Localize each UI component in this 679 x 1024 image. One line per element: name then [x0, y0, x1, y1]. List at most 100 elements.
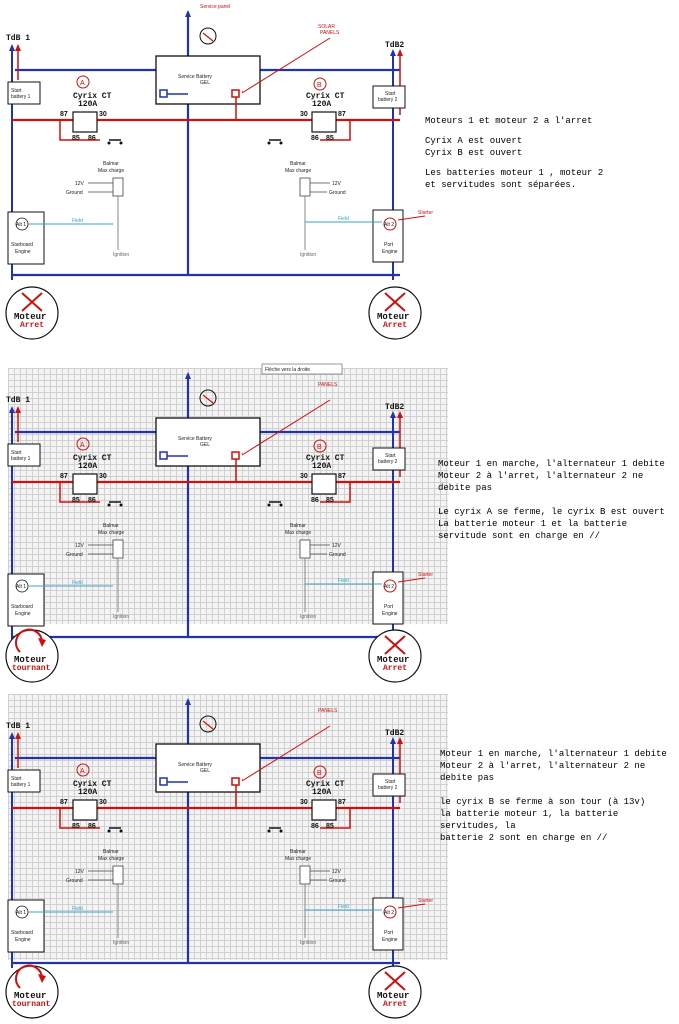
start-battery-2-label: battery 2: [378, 459, 398, 465]
starboard-engine-label: Starboard: [11, 930, 33, 936]
ground-label: Ground: [329, 552, 346, 558]
ignition-label: Ignition: [300, 252, 316, 258]
terminal-label: 87: [60, 111, 68, 118]
stop-cross-icon: [21, 292, 43, 312]
cyrix-b-marker: [313, 439, 327, 453]
balmar-regulator: [299, 539, 311, 559]
motor-state-label: Arret: [383, 664, 407, 673]
cyrix-a-rating: 120A: [78, 462, 97, 471]
service-panel-label: Service panel: [200, 4, 230, 10]
cyrix-b-marker: [313, 765, 327, 779]
gel-label: GEL: [200, 442, 210, 448]
ground-label: Ground: [66, 190, 83, 196]
starboard-engine: [7, 573, 45, 627]
plus-label: +: [241, 451, 244, 456]
cyrix-a-title: Cyrix CT: [73, 780, 112, 789]
arrow-icon: [9, 406, 15, 413]
panels-pointer: [241, 399, 331, 456]
cyrix-b-box: [311, 111, 337, 133]
starter-label: Starter: [418, 898, 433, 904]
ground-label: Ground: [66, 878, 83, 884]
port-engine-label: Engine: [382, 249, 398, 255]
arrow-up-icon: [185, 698, 191, 705]
alt2-label: Alt 2: [384, 222, 394, 228]
gel-label: GEL: [200, 768, 210, 774]
motor-label: Moteur: [377, 655, 409, 665]
note-line: debite pas: [438, 483, 493, 493]
terminal-label: 30: [300, 111, 308, 118]
cyrix-b-wire: [320, 808, 351, 829]
ignition-label: Ignition: [300, 614, 316, 620]
field-label: Field: [72, 906, 83, 912]
ignition-label: Ignition: [113, 940, 129, 946]
terminal-label: 87: [60, 799, 68, 806]
cyrix-a-letter: A: [80, 442, 85, 449]
cyrix-b-rating: 120A: [312, 100, 331, 109]
service-panel-icon: [199, 715, 217, 733]
terminal-label: 86: [88, 497, 96, 504]
tdb2-label: TdB2: [385, 403, 404, 412]
v12-label: 12V: [75, 181, 85, 187]
plus-label: +: [241, 89, 244, 94]
arrow-icon: [390, 411, 396, 418]
explanation-note-2: Moteur 1 en marche, l'alternateur 1 debi…: [438, 458, 675, 542]
starboard-engine-label: Engine: [15, 937, 31, 943]
terminal-label: 85: [326, 823, 334, 830]
motor-label: Moteur: [14, 312, 46, 322]
motor-label: Moteur: [377, 312, 409, 322]
arrow-icon: [15, 732, 21, 739]
motor-label: Moteur: [14, 655, 46, 665]
cyrix-a-title: Cyrix CT: [73, 92, 112, 101]
switch-icon: [267, 503, 271, 507]
arrow-icon: [15, 406, 21, 413]
start-battery-1-label: Start: [11, 88, 22, 94]
panels-label: PANELS: [320, 30, 340, 36]
alt2-icon: [383, 905, 397, 919]
port-engine-label: Port: [384, 930, 394, 936]
cyrix-a-title: Cyrix CT: [73, 454, 112, 463]
start-battery-1-label: battery 1: [11, 94, 31, 100]
note-line: Moteur 2 à l'arret, l'alternateur 2 ne: [440, 761, 646, 771]
terminal-label: 30: [99, 799, 107, 806]
note-line: Moteur 1 en marche, l'alternateur 1 debi…: [440, 749, 667, 759]
field-label: Field: [72, 580, 83, 586]
alt2-icon: [383, 579, 397, 593]
arrow-up-icon: [185, 10, 191, 17]
port-engine-label: Port: [384, 242, 394, 248]
ground-label: Ground: [329, 190, 346, 196]
v12-label: 12V: [75, 543, 85, 549]
start-battery-1-label: Start: [11, 450, 22, 456]
terminal-label: 85: [326, 135, 334, 142]
arrow-icon: [390, 737, 396, 744]
service-battery-box: [155, 417, 261, 467]
cyrix-a-wire: [59, 808, 100, 829]
switch-icon: [107, 829, 111, 833]
start-battery-2-label: battery 2: [378, 785, 398, 791]
alt2-icon: [383, 217, 397, 231]
starter-wire: [397, 215, 426, 221]
start-battery-2: [372, 85, 406, 109]
note-line: Le cyrix A se ferme, le cyrix B est ouve…: [438, 507, 665, 517]
max-charge-label: Max charge: [98, 530, 124, 536]
cyrix-b-box: [311, 799, 337, 821]
cyrix-a-marker: [76, 75, 90, 89]
service-battery-box: [155, 743, 261, 793]
rotation-arrow-icon: [38, 974, 46, 983]
cyrix-b-wire: [320, 482, 351, 503]
ignition-label: Ignition: [300, 940, 316, 946]
terminal-label: 85: [72, 823, 80, 830]
starboard-engine-label: Starboard: [11, 604, 33, 610]
alt1-label: Alt 1: [16, 222, 26, 228]
starter-wire: [397, 577, 426, 583]
terminal-label: 87: [338, 473, 346, 480]
switch-icon: [279, 829, 283, 833]
max-charge-label: Max charge: [285, 856, 311, 862]
note-line: la batterie moteur 1, la batterie servit…: [440, 809, 624, 831]
starboard-engine-label: Engine: [15, 611, 31, 617]
rotation-arrow-icon: [15, 964, 43, 989]
v12-label: 12V: [75, 869, 85, 875]
